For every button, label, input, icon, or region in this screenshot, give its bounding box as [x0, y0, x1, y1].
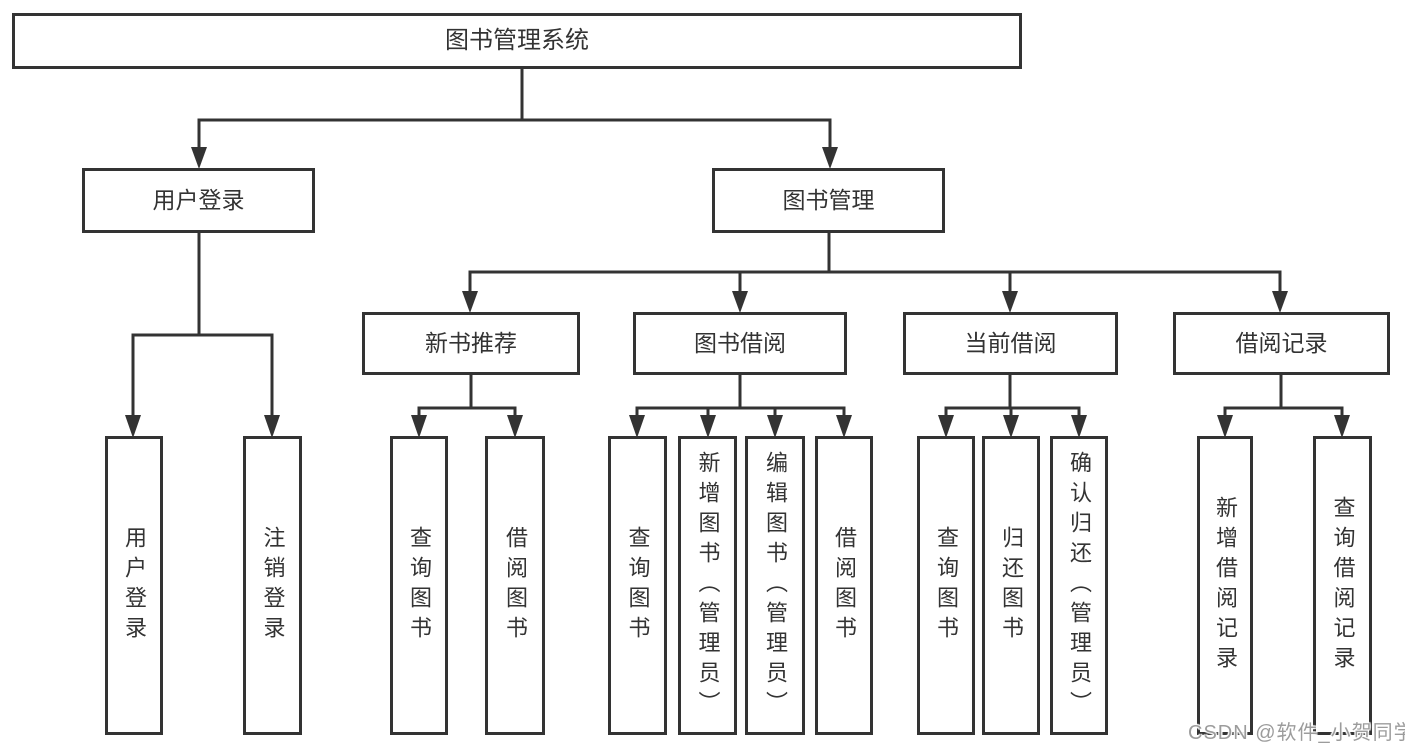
leaf-query-books-newbook: 查询图书 — [390, 436, 448, 735]
watermark-csdn: CSDN @软件_小贺同学 — [1188, 722, 1405, 744]
leaf-borrow-books: 借阅图书 — [815, 436, 873, 735]
node-book-management: 图书管理 — [712, 168, 945, 233]
leaf-add-book-admin: 新增图书（管理员） — [678, 436, 737, 735]
node-new-book-recommend: 新书推荐 — [362, 312, 580, 375]
node-borrow-records: 借阅记录 — [1173, 312, 1390, 375]
arrowheads — [125, 147, 1350, 438]
leaf-confirm-return-admin: 确认归还（管理员） — [1050, 436, 1108, 735]
leaf-query-books-current: 查询图书 — [917, 436, 975, 735]
leaf-logout: 注销登录 — [243, 436, 302, 735]
node-book-borrow: 图书借阅 — [633, 312, 847, 375]
node-current-borrow: 当前借阅 — [903, 312, 1118, 375]
leaf-return-books: 归还图书 — [982, 436, 1040, 735]
node-user-login: 用户登录 — [82, 168, 315, 233]
leaf-user-login: 用户登录 — [105, 436, 163, 735]
node-library-management-system: 图书管理系统 — [12, 13, 1022, 69]
leaf-add-borrow-record: 新增借阅记录 — [1197, 436, 1253, 735]
leaf-edit-book-admin: 编辑图书（管理员） — [745, 436, 805, 735]
leaf-query-books-borrow: 查询图书 — [608, 436, 667, 735]
leaf-borrow-books-newbook: 借阅图书 — [485, 436, 545, 735]
leaf-query-borrow-record: 查询借阅记录 — [1313, 436, 1372, 735]
